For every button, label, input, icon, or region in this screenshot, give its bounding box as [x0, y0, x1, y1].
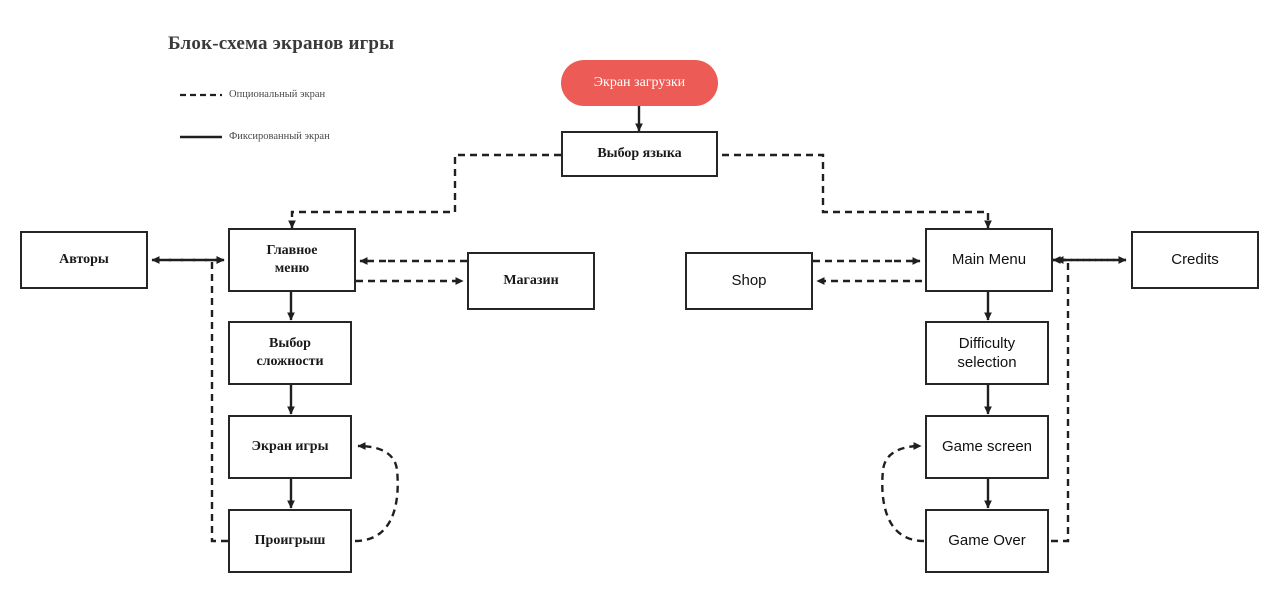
node-main-menu-ru[interactable]: Главное меню [228, 228, 356, 292]
node-credits-en[interactable]: Credits [1131, 231, 1259, 289]
node-shop-en-label: Shop [731, 272, 767, 290]
node-difficulty-en-label-line1: Difficulty [958, 334, 1016, 352]
edge-game-over-en-to-main-menu-en [1051, 256, 1070, 543]
edge-language-to-main-menu-ru [288, 153, 561, 229]
node-authors-label: Авторы [59, 252, 109, 268]
edge-language-to-main-menu-en [722, 153, 992, 229]
node-game-screen-en[interactable]: Game screen [925, 415, 1049, 479]
node-game-screen-ru[interactable]: Экран игры [228, 415, 352, 479]
node-difficulty-ru-label-line1: Выбор [269, 336, 311, 352]
node-authors[interactable]: Авторы [20, 231, 148, 289]
page-title: Блок-схема экранов игры [168, 33, 395, 54]
node-credits-en-label: Credits [1171, 251, 1219, 269]
edge-game-over-en-to-game-screen-en [881, 442, 925, 543]
node-game-over-ru-label: Проигрыш [254, 533, 326, 549]
node-language-select-label: Выбор языка [597, 146, 682, 162]
node-shop-ru[interactable]: Магазин [467, 252, 595, 310]
node-main-menu-en-label: Main Menu [951, 251, 1027, 269]
node-difficulty-ru-label-line2: сложности [256, 354, 324, 369]
node-main-menu-ru-label-line2: меню [274, 261, 310, 276]
node-game-over-en[interactable]: Game Over [925, 509, 1049, 573]
node-main-menu-en[interactable]: Main Menu [925, 228, 1053, 292]
edge-game-over-ru-to-game-screen-ru [354, 442, 399, 543]
edge-game-over-ru-to-main-menu-ru [210, 256, 228, 543]
node-game-over-en-label: Game Over [948, 532, 1026, 550]
node-game-screen-en-label: Game screen [941, 438, 1033, 456]
node-loading-screen[interactable]: Экран загрузки [561, 60, 718, 106]
legend-label-fixed: Фиксированный экран [229, 131, 330, 142]
node-difficulty-en[interactable]: Difficulty selection [925, 321, 1049, 385]
node-loading-screen-label: Экран загрузки [593, 75, 686, 91]
node-game-over-ru[interactable]: Проигрыш [228, 509, 352, 573]
node-language-select[interactable]: Выбор языка [561, 131, 718, 177]
node-shop-en[interactable]: Shop [685, 252, 813, 310]
node-main-menu-ru-label-line1: Главное [266, 243, 318, 259]
node-difficulty-ru[interactable]: Выбор сложности [228, 321, 352, 385]
node-game-screen-ru-label: Экран игры [251, 439, 329, 455]
node-shop-ru-label: Магазин [503, 273, 559, 289]
legend-label-optional: Опциональный экран [229, 89, 326, 100]
node-difficulty-en-label-line2: selection [957, 354, 1017, 371]
